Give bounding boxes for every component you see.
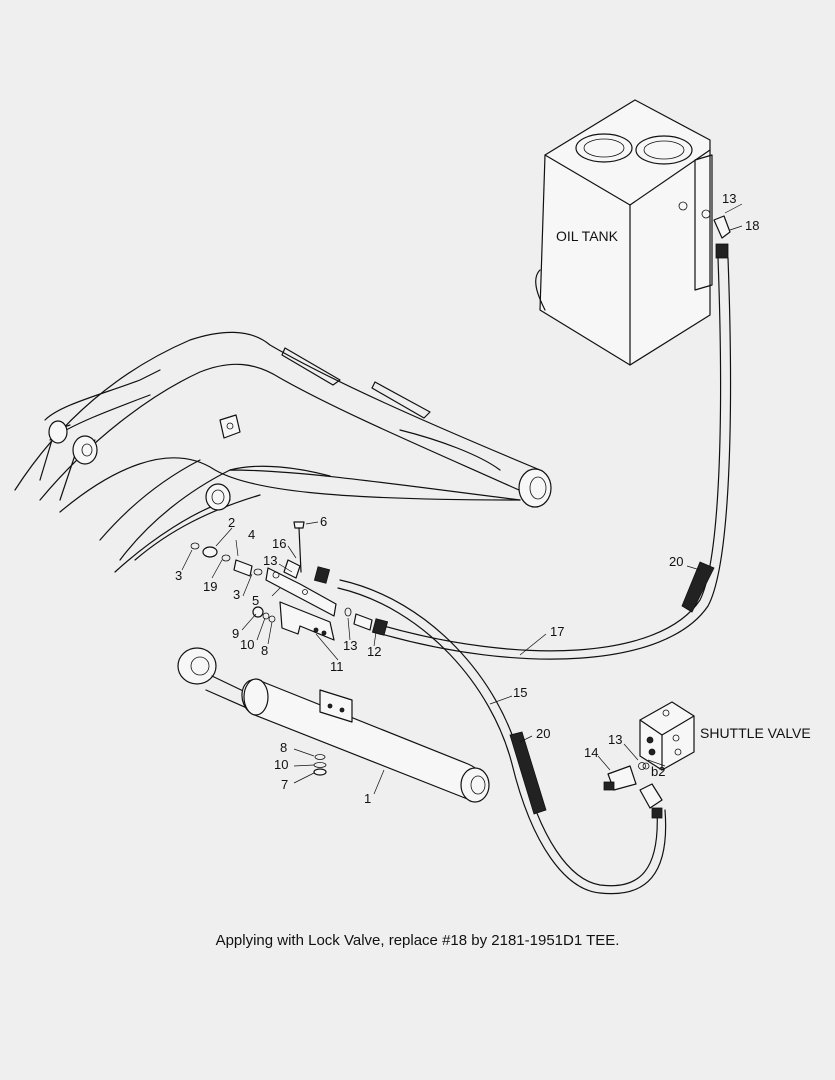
callout-14: 14 xyxy=(584,745,598,760)
callout-18: 18 xyxy=(745,218,759,233)
callout-8a: 8 xyxy=(261,643,268,658)
callout-6: 6 xyxy=(320,514,327,529)
callout-10a: 10 xyxy=(240,637,254,652)
callout-12: 12 xyxy=(367,644,381,659)
tank-elbow-fitting xyxy=(701,209,731,259)
callout-13c: 13 xyxy=(608,732,622,747)
callout-7: 7 xyxy=(281,777,288,792)
callout-4: 4 xyxy=(248,527,255,542)
callout-9: 9 xyxy=(232,626,239,641)
callout-17: 17 xyxy=(550,624,564,639)
callout-20b: 20 xyxy=(536,726,550,741)
hose-15 xyxy=(337,579,667,895)
callout-1: 1 xyxy=(364,791,371,806)
callout-13d: 13 xyxy=(722,191,736,206)
callout-16: 16 xyxy=(272,536,286,551)
callout-11: 11 xyxy=(330,659,344,674)
oil-tank xyxy=(535,99,713,366)
callout-10b: 10 xyxy=(274,757,288,772)
callout-15: 15 xyxy=(513,685,527,700)
callout-13b: 13 xyxy=(343,638,357,653)
callout-2: 2 xyxy=(228,515,235,530)
callout-13a: 13 xyxy=(263,553,277,568)
callout-8b: 8 xyxy=(280,740,287,755)
oil-tank-label: OIL TANK xyxy=(556,228,619,244)
callout-3b: 3 xyxy=(233,587,240,602)
callout-19: 19 xyxy=(203,579,217,594)
leader-lines xyxy=(181,203,743,795)
callout-5: 5 xyxy=(252,593,259,608)
replacement-note: Applying with Lock Valve, replace #18 by… xyxy=(215,932,620,949)
small-parts-cluster xyxy=(190,521,389,776)
shuttle-valve-label: SHUTTLE VALVE xyxy=(700,725,811,741)
hydraulic-cylinder xyxy=(177,647,490,803)
excavator-boom xyxy=(14,331,552,573)
hose-17 xyxy=(377,257,732,660)
shuttle-valve xyxy=(603,701,695,819)
port-b2-label: b2 xyxy=(651,764,665,779)
callout-20a: 20 xyxy=(669,554,683,569)
callout-3a: 3 xyxy=(175,568,182,583)
